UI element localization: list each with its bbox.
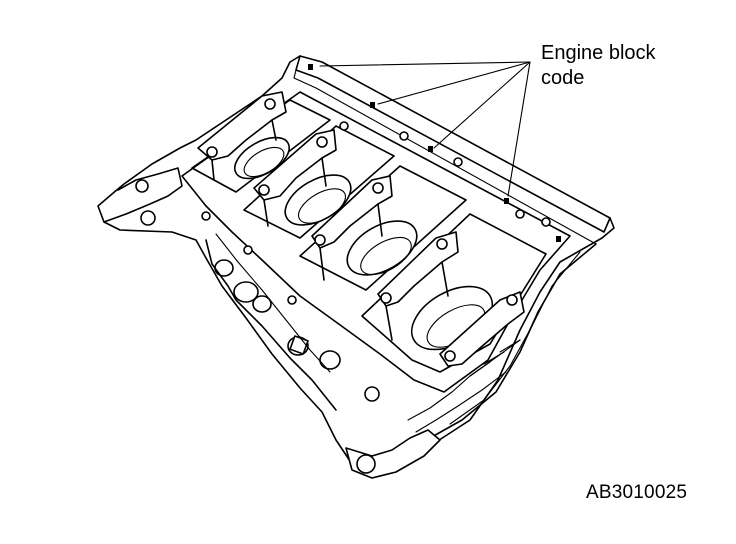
rear-hole: [364, 386, 380, 402]
mount-hole-left: [135, 179, 149, 193]
bearing-cap-4: [377, 231, 459, 341]
bearing-cap-5: [439, 291, 525, 367]
left-mount-tab: [103, 167, 183, 223]
side-bosses: [205, 233, 341, 411]
bearing-cap-1: [197, 91, 287, 181]
callout-leader-lines: [319, 61, 531, 197]
top-rail: [295, 55, 611, 233]
callout-line-1: Engine block: [541, 42, 656, 64]
right-rail-rib: [449, 251, 581, 425]
callout-line-2: code: [541, 67, 585, 89]
rear-flange-boss: [356, 454, 376, 474]
engine-block-code-marks: [308, 64, 561, 242]
right-rail: [429, 243, 597, 439]
deck-inner-outline: [181, 91, 571, 393]
cylinder-bay-2: [243, 125, 395, 239]
bearing-cap-2: [253, 129, 337, 227]
deck-bolt-holes: [201, 121, 551, 305]
lower-rib-c: [469, 339, 521, 377]
figure-code: AB3010025: [586, 482, 688, 503]
mount-hole-left-lower: [140, 210, 156, 226]
lower-rib-b: [415, 371, 507, 433]
engine-block-code-callout: Engine block code: [541, 41, 721, 91]
cylinder-bay-3: [299, 165, 467, 291]
bearing-cap-3: [311, 175, 393, 281]
